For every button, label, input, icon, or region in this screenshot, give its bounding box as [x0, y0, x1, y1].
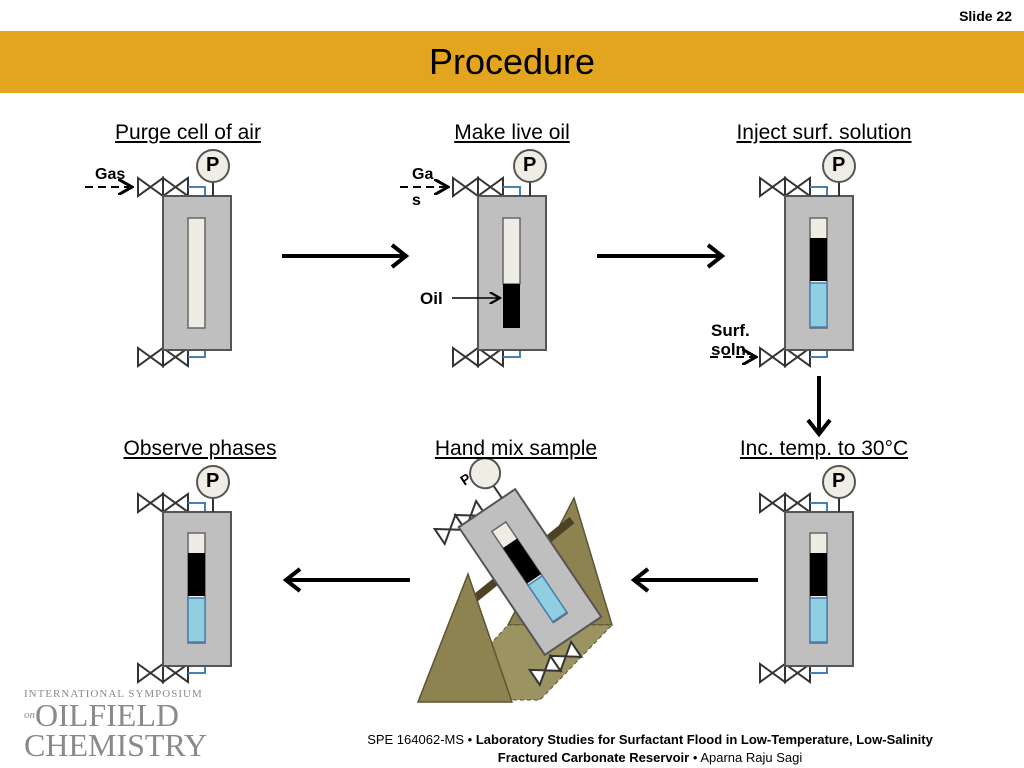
step-live-oil-heading: Make live oil [454, 121, 570, 144]
paper-title-line1: Laboratory Studies for Surfactant Flood … [475, 732, 933, 747]
logo-on: on [24, 709, 35, 721]
logo-line1: INTERNATIONAL SYMPOSIUM [24, 688, 203, 700]
pressure-gauge-icon [196, 465, 230, 499]
pressure-gauge-icon [822, 149, 856, 183]
pressure-gauge-icon [513, 149, 547, 183]
step-inject-heading: Inject surf. solution [736, 121, 912, 144]
surf-label-line1: Surf. [711, 321, 750, 340]
gas-label: Gas [95, 166, 126, 183]
gauge-label: P [206, 154, 220, 176]
pressure-gauge-icon [196, 149, 230, 183]
footer-citation: SPE 164062-MS • Laboratory Studies for S… [300, 731, 1000, 767]
surfactant-fill [809, 597, 828, 643]
cell-live-oil [400, 149, 547, 367]
cell-observe [137, 465, 232, 683]
slide-number: Slide 22 [959, 8, 1012, 24]
mixing-stand-front [416, 571, 514, 703]
footer-separator: • [692, 750, 698, 765]
pressure-gauge-icon [469, 457, 502, 490]
logo-line3: CHEMISTRY [24, 727, 208, 763]
flow-arrows [282, 243, 832, 593]
cell-purge [85, 149, 232, 367]
paper-title-line2: Fractured Carbonate Reservoir [497, 750, 690, 765]
surfactant-fill [809, 282, 828, 328]
symposium-logo: INTERNATIONAL SYMPOSIUM onOILFIELD CHEMI… [24, 688, 214, 763]
oil-label: Oil [420, 289, 443, 308]
step-purge-heading: Purge cell of air [115, 121, 261, 144]
footer-separator: • [467, 732, 473, 747]
cell-inject [710, 149, 856, 367]
gauge-label: P [832, 470, 846, 492]
step-temp-heading: Inc. temp. to 30°C [739, 437, 909, 460]
step-observe-heading: Observe phases [123, 437, 277, 460]
oil-fill [188, 553, 205, 596]
gas-label-line2: s [412, 192, 421, 209]
cell-hand-mix [416, 457, 614, 703]
gas-label-line1: Ga [412, 166, 434, 183]
cell-temp [759, 465, 856, 683]
logo-line2: OILFIELD [35, 697, 179, 733]
pressure-gauge-icon [822, 465, 856, 499]
paper-author: Aparna Raju Sagi [700, 750, 803, 765]
slide-title: Procedure [428, 41, 596, 82]
surfactant-fill [187, 597, 206, 643]
surf-label-line2: soln. [711, 340, 751, 359]
gauge-label: P [206, 470, 220, 492]
title-bar [0, 31, 1024, 93]
oil-fill [810, 238, 827, 281]
oil-fill [503, 284, 520, 328]
oil-fill [810, 553, 827, 596]
step-mix-heading: Hand mix sample [434, 437, 598, 460]
gauge-label: P [832, 154, 846, 176]
gauge-label: P [523, 154, 537, 176]
paper-id: SPE 164062-MS [367, 732, 465, 747]
